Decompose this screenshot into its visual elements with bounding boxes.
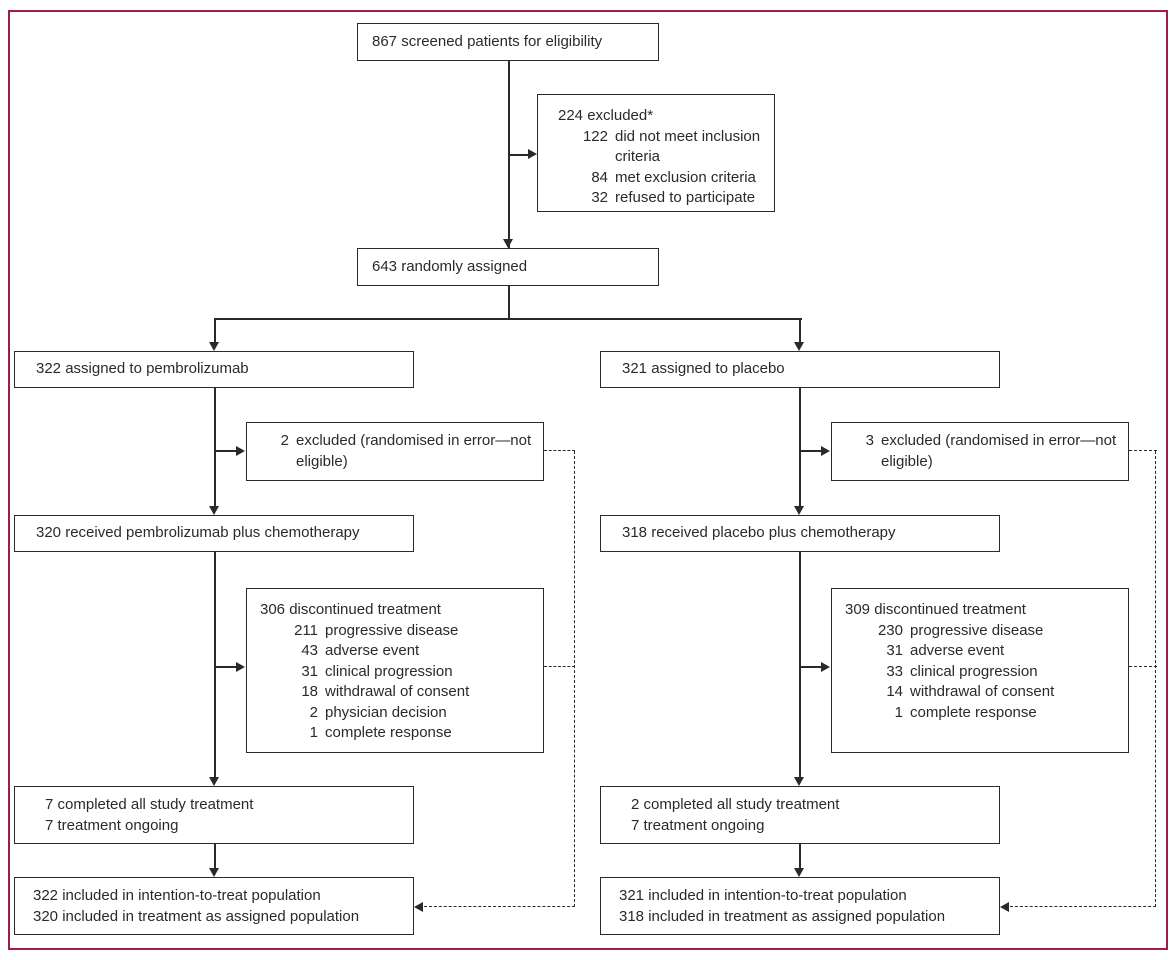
dashed-from-discontinued-left xyxy=(544,666,575,667)
arrow-right-icon xyxy=(821,662,830,672)
arrow-down-icon xyxy=(209,506,219,515)
connector-completed-to-itt-left xyxy=(214,844,216,869)
dashed-from-excluded-left xyxy=(544,450,575,451)
box-assigned-pembrolizumab: 322 assigned to pembrolizumab xyxy=(14,351,414,388)
excluded-item: 3 excluded (randomised in error—not elig… xyxy=(865,432,1117,470)
box-excluded-placebo: 3 excluded (randomised in error—not elig… xyxy=(831,422,1129,481)
arrow-right-icon xyxy=(821,446,830,456)
arrow-down-icon xyxy=(503,239,513,248)
box-analysis-pembrolizumab: 322 included in intention-to-treat popul… xyxy=(14,877,414,935)
box-analysis-placebo: 321 included in intention-to-treat popul… xyxy=(600,877,1000,935)
connector-to-excluded-right xyxy=(801,450,822,452)
connector-to-excluded-top xyxy=(510,154,529,156)
arrow-right-icon xyxy=(528,149,537,159)
arrow-down-icon xyxy=(794,777,804,786)
discontinued-title: 309 discontinued treatment xyxy=(845,601,1026,618)
arrow-right-icon xyxy=(236,446,245,456)
dashed-from-discontinued-right xyxy=(1129,666,1157,667)
dashed-into-itt-left xyxy=(424,906,575,907)
box-assigned-placebo: 321 assigned to placebo xyxy=(600,351,1000,388)
assigned-text: 322 assigned to pembrolizumab xyxy=(36,360,249,378)
excluded-item: 32 refused to participate xyxy=(591,189,756,206)
received-text: 318 received placebo plus chemotherapy xyxy=(622,524,896,542)
arrow-left-icon xyxy=(1000,902,1009,912)
screened-text: 867 screened patients for eligibility xyxy=(372,32,603,50)
discontinued-item: 230 progressive disease xyxy=(877,621,1044,639)
connector-assigned-to-received-right xyxy=(799,388,801,507)
discontinued-item: 18 withdrawal of consent xyxy=(301,683,470,700)
box-received-placebo: 318 received placebo plus chemotherapy xyxy=(600,515,1000,552)
connector-received-to-completed-right xyxy=(799,552,801,778)
excluded-item: 122 did not meet inclusion criteria xyxy=(582,127,761,166)
dashed-from-excluded-right xyxy=(1129,450,1157,451)
box-completed-placebo: 2 completed all study treatment 7 treatm… xyxy=(600,786,1000,844)
connector-completed-to-itt-right xyxy=(799,844,801,869)
box-discontinued-placebo: 309 discontinued treatment 230 progressi… xyxy=(831,588,1129,753)
connector-branch-right-drop xyxy=(799,319,801,343)
received-text: 320 received pembrolizumab plus chemothe… xyxy=(36,524,360,542)
discontinued-item: 33 clinical progression xyxy=(886,662,1038,680)
arrow-down-icon xyxy=(794,506,804,515)
arrow-down-icon xyxy=(794,342,804,351)
discontinued-item: 31 adverse event xyxy=(886,642,1005,659)
discontinued-item: 1 complete response xyxy=(894,703,1037,721)
connector-screened-to-randomized xyxy=(508,61,510,248)
arrow-down-icon xyxy=(209,777,219,786)
arrow-down-icon xyxy=(209,868,219,877)
connector-randomized-stub xyxy=(508,286,510,318)
box-received-pembrolizumab: 320 received pembrolizumab plus chemothe… xyxy=(14,515,414,552)
assigned-text: 321 assigned to placebo xyxy=(622,360,785,378)
arrow-right-icon xyxy=(236,662,245,672)
dashed-vertical-left xyxy=(574,451,575,907)
analysis-line: 322 included in intention-to-treat popul… xyxy=(33,887,321,904)
box-randomized: 643 randomly assigned xyxy=(357,248,659,286)
dashed-into-itt-right xyxy=(1010,906,1156,907)
analysis-line: 318 included in treatment as assigned po… xyxy=(619,907,946,925)
discontinued-item: 31 clinical progression xyxy=(301,662,453,680)
connector-to-discontinued-left xyxy=(216,666,237,668)
box-screened: 867 screened patients for eligibility xyxy=(357,23,659,61)
completed-line: 7 treatment ongoing xyxy=(45,816,179,834)
connector-to-excluded-left xyxy=(216,450,237,452)
completed-line: 7 completed all study treatment xyxy=(45,796,254,813)
box-excluded-screening: 224 excluded* 122 did not meet inclusion… xyxy=(537,94,775,212)
connector-assigned-to-received-left xyxy=(214,388,216,507)
excluded-title: 224 excluded* xyxy=(558,107,654,124)
box-discontinued-pembrolizumab: 306 discontinued treatment 211 progressi… xyxy=(246,588,544,753)
connector-branch-left-drop xyxy=(214,319,216,343)
discontinued-item: 2 physician decision xyxy=(309,703,447,721)
completed-line: 2 completed all study treatment xyxy=(631,796,840,813)
completed-line: 7 treatment ongoing xyxy=(631,816,765,834)
arrow-left-icon xyxy=(414,902,423,912)
discontinued-item: 211 progressive disease xyxy=(294,621,459,639)
discontinued-item: 1 complete response xyxy=(309,724,452,741)
randomized-text: 643 randomly assigned xyxy=(372,257,528,275)
dashed-vertical-right xyxy=(1155,451,1156,907)
excluded-item: 2 excluded (randomised in error—not elig… xyxy=(280,432,532,470)
excluded-item: 84 met exclusion criteria xyxy=(591,168,756,186)
connector-received-to-completed-left xyxy=(214,552,216,778)
analysis-line: 320 included in treatment as assigned po… xyxy=(33,907,360,925)
discontinued-item: 14 withdrawal of consent xyxy=(886,683,1055,700)
discontinued-item: 43 adverse event xyxy=(301,642,420,659)
arrow-down-icon xyxy=(209,342,219,351)
box-excluded-pembrolizumab: 2 excluded (randomised in error—not elig… xyxy=(246,422,544,481)
arrow-down-icon xyxy=(794,868,804,877)
box-completed-pembrolizumab: 7 completed all study treatment 7 treatm… xyxy=(14,786,414,844)
connector-branch xyxy=(214,318,802,320)
analysis-line: 321 included in intention-to-treat popul… xyxy=(619,887,907,904)
connector-to-discontinued-right xyxy=(801,666,822,668)
discontinued-title: 306 discontinued treatment xyxy=(260,601,441,618)
